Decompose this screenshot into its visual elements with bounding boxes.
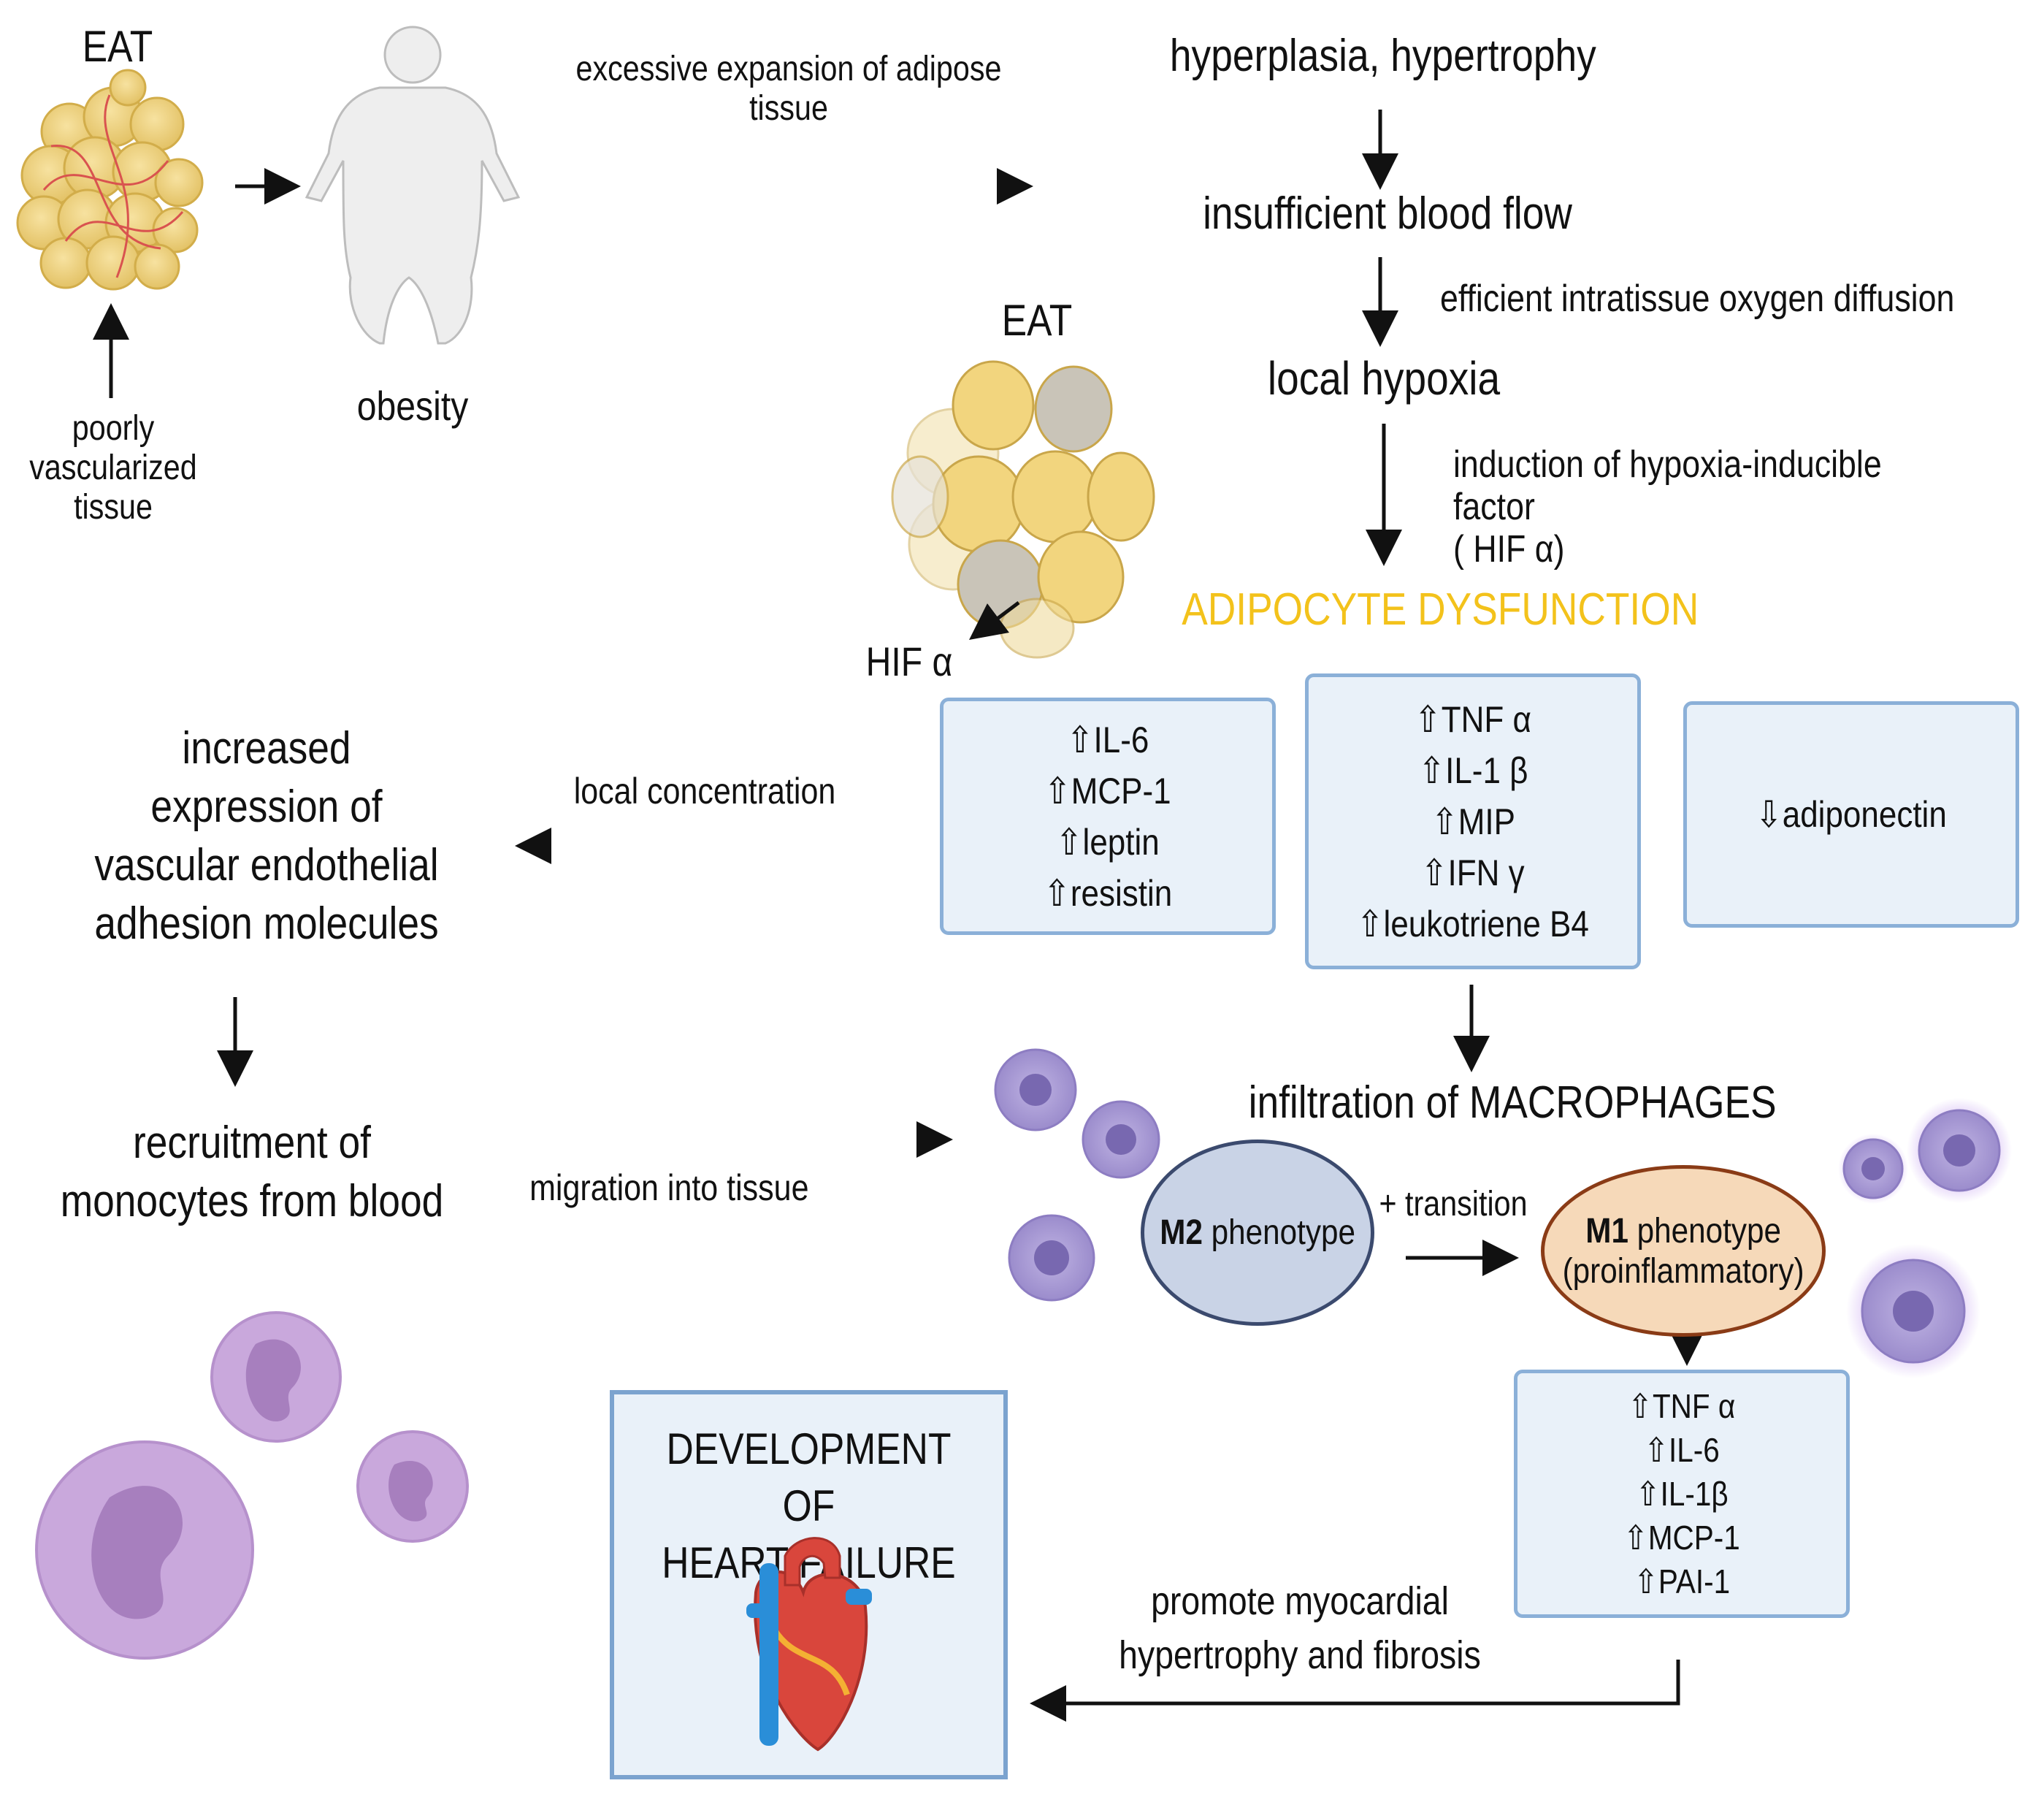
local-hypoxia-label: local hypoxia: [1267, 352, 1501, 405]
m2-label: phenotype: [1202, 1213, 1355, 1252]
box2-line: ⇧IL-1 β: [1417, 749, 1528, 791]
cytokine-box-1: ⇧IL-6 ⇧MCP-1 ⇧leptin ⇧resistin: [940, 698, 1276, 935]
efficient-diffusion-label: efficient intratissue oxygen diffusion: [1440, 278, 1955, 320]
m1-label: phenotype: [1628, 1211, 1781, 1251]
m2-bold-label: M2: [1160, 1213, 1203, 1252]
box2-line: ⇧leukotriene B4: [1356, 903, 1590, 944]
box2-line: ⇧MIP: [1431, 801, 1515, 842]
box2-line: ⇧IFN γ: [1421, 852, 1525, 893]
adipocyte-dysfunction-label: ADIPOCYTE DYSFUNCTION: [1182, 584, 1699, 635]
monocyte-recruitment-label: recruitment of monocytes from blood: [60, 1118, 444, 1226]
insufficient-blood-flow-label: insufficient blood flow: [1203, 188, 1572, 239]
infiltration-label: infiltration of MACROPHAGES: [1248, 1077, 1777, 1128]
adiponectin-box: ⇩adiponectin: [1683, 701, 2019, 928]
cytokine-box-2: ⇧TNF α ⇧IL-1 β ⇧MIP ⇧IFN γ ⇧leukotriene …: [1305, 673, 1641, 969]
m1-phenotype-ellipse: M1 phenotype (proinflammatory): [1541, 1165, 1826, 1337]
box1-line: ⇧resistin: [1043, 872, 1173, 914]
transition-label: + transition: [1379, 1185, 1528, 1224]
heart-failure-label: DEVELOPMENT OF HEART FAILURE: [662, 1424, 956, 1587]
human-silhouette-icon: [305, 26, 521, 345]
local-concentration-label: local concentration: [573, 771, 836, 812]
m1-proinflammatory-label: (proinflammatory): [1562, 1251, 1804, 1291]
box2-line: ⇧TNF α: [1414, 698, 1532, 740]
eat-right-label: EAT: [1001, 296, 1073, 345]
monocyte-icon: [35, 1311, 469, 1660]
box1-line: ⇧MCP-1: [1044, 770, 1171, 812]
box3-line: ⇩adiponectin: [1756, 794, 1947, 835]
macrophage-icon: [1838, 1098, 2012, 1378]
box4-line: ⇧PAI-1: [1633, 1562, 1731, 1600]
migration-label: migration into tissue: [529, 1167, 809, 1208]
arrows: [93, 110, 1705, 1722]
m1-bold-label: M1: [1585, 1211, 1628, 1251]
box4-line: ⇧TNF α: [1628, 1387, 1736, 1425]
m2-phenotype-ellipse: M2 phenotype: [1141, 1140, 1374, 1326]
box4-line: ⇧IL-6: [1644, 1431, 1720, 1469]
promote-label: promote myocardial hypertrophy and fibro…: [1119, 1579, 1481, 1677]
hif-induction-label: induction of hypoxia-inducible factor ( …: [1453, 443, 1882, 571]
macrophage-icon: [994, 1048, 1160, 1302]
hif-alpha-label: HIF α: [865, 638, 953, 684]
box4-line: ⇧IL-1β: [1635, 1475, 1729, 1513]
excessive-expansion-label: excessive expansion of adipose tissue: [575, 50, 1002, 128]
box4-line: ⇧MCP-1: [1623, 1519, 1740, 1557]
obesity-label: obesity: [356, 383, 469, 429]
hyperplasia-label: hyperplasia, hypertrophy: [1169, 31, 1596, 81]
eat-left-label: EAT: [82, 22, 153, 71]
adhesion-molecules-label: increased expression of vascular endothe…: [94, 723, 439, 949]
fat-cells-icon: [891, 360, 1155, 659]
box1-line: ⇧leptin: [1055, 821, 1160, 863]
fat-cells-icon: [16, 69, 204, 291]
box1-line: ⇧IL-6: [1066, 719, 1149, 760]
poorly-vascularized-label: poorly vascularized tissue: [29, 409, 197, 527]
m1-cytokine-box: ⇧TNF α ⇧IL-6 ⇧IL-1β ⇧MCP-1 ⇧PAI-1: [1514, 1370, 1850, 1618]
